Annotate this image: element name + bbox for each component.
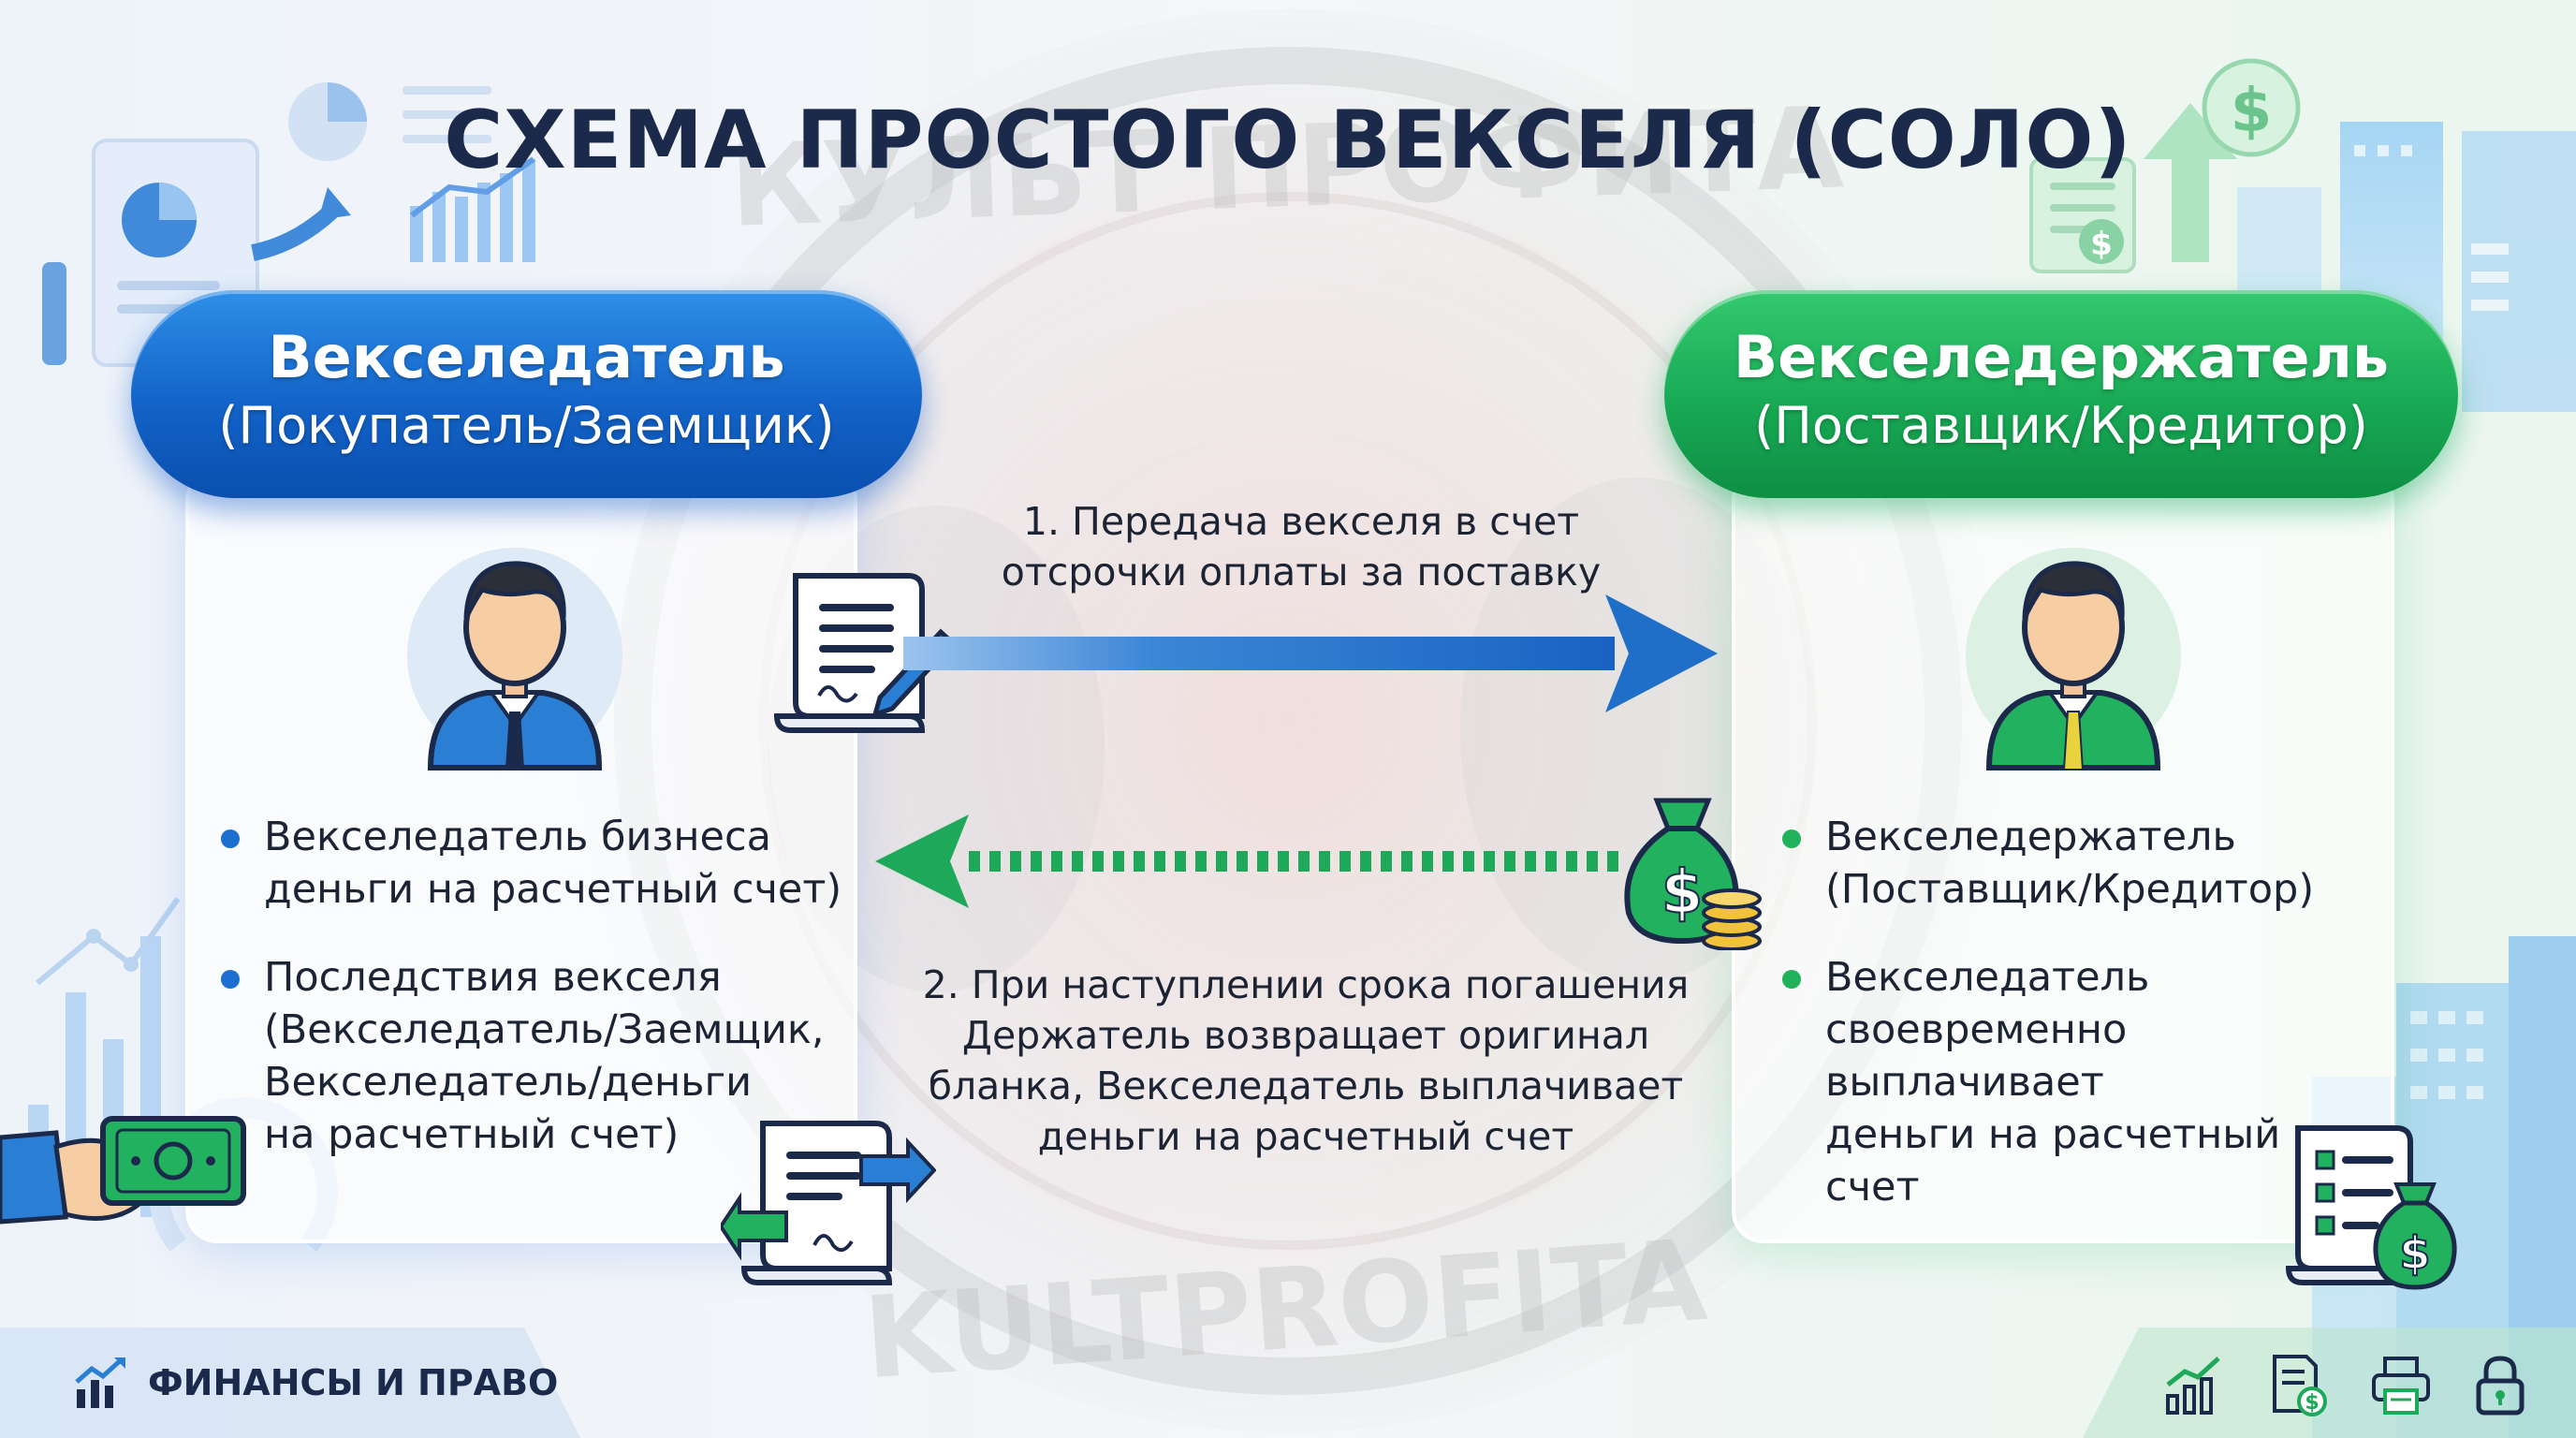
step2-label: 2. При наступлении срока погашения Держа… xyxy=(908,960,1704,1162)
footer-label: ФИНАНСЫ И ПРАВО xyxy=(148,1362,559,1403)
page-title: СХЕМА ПРОСТОГО ВЕКСЕЛЯ (СОЛО) xyxy=(444,94,2132,187)
bullet-line: Векселедатель/деньги xyxy=(264,1059,753,1106)
holder-bullets: Векселедержатель (Поставщик/Кредитор) Ве… xyxy=(1778,811,2387,1249)
hand-money-icon xyxy=(0,1116,246,1225)
svg-text:$: $ xyxy=(2305,1391,2319,1415)
step2-line: 2. При наступлении срока погашения xyxy=(922,962,1690,1007)
drawer-subtitle: (Покупатель/Заемщик) xyxy=(218,396,835,455)
holder-title: Векселедержатель xyxy=(1733,323,2390,391)
svg-text:$: $ xyxy=(2231,77,2273,146)
list-item: Векселедатель своевременно выплачивает д… xyxy=(1778,951,2387,1213)
drawer-title: Векселедатель xyxy=(268,323,785,391)
bullet-dot xyxy=(221,970,240,989)
dollar-sign: $ xyxy=(1661,858,1704,928)
step2-line: бланка, Векселедатель выплачивает xyxy=(928,1064,1684,1108)
holder-person-icon xyxy=(1966,548,2181,770)
bullet-line: Векселедатель бизнеса xyxy=(264,814,771,860)
bullet-line: Векселедатель xyxy=(1825,954,2150,1001)
payment-arrow xyxy=(875,814,1624,908)
exchange-document-icon xyxy=(721,1121,936,1285)
bar-chart-decor-icon xyxy=(410,156,535,262)
list-item: Векселедатель бизнеса деньги на расчетны… xyxy=(217,811,854,916)
lock-icon xyxy=(2476,1356,2525,1416)
bullet-dot xyxy=(1782,829,1801,848)
step1-label: 1. Передача векселя в счет отсрочки опла… xyxy=(973,496,1629,597)
drawer-person-icon xyxy=(407,548,622,770)
dollar-sign: $ xyxy=(2399,1227,2430,1280)
growth-chart-icon xyxy=(75,1357,125,1408)
growth-chart-icon xyxy=(2166,1357,2220,1415)
list-item: Векселедержатель (Поставщик/Кредитор) xyxy=(1778,811,2387,916)
list-item: Последствия векселя (Векселедатель/Заемщ… xyxy=(217,951,854,1161)
watermark-seal: КУЛЬТ ПРОФИТА KULTPROFITA xyxy=(577,9,1999,1432)
bullet-line: Векселедержатель xyxy=(1825,814,2236,860)
step2-line: Держатель возвращает оригинал xyxy=(961,1013,1650,1058)
step1-line: отсрочки оплаты за поставку xyxy=(1001,550,1602,594)
bullet-line: (Векселедатель/Заемщик, xyxy=(264,1006,825,1053)
promissory-note-icon xyxy=(773,573,955,733)
bullet-dot xyxy=(221,829,240,848)
document-dollar-icon: $ xyxy=(2273,1355,2327,1416)
bullet-line: деньги на расчетный счет) xyxy=(264,866,842,913)
money-bag-icon: $ xyxy=(1624,798,1762,950)
printer-icon xyxy=(2372,1357,2430,1415)
drawer-header: Векселедатель (Покупатель/Заемщик) xyxy=(131,290,922,498)
bullet-line: деньги на расчетный счет xyxy=(1825,1111,2281,1211)
bullet-line: Последствия векселя xyxy=(264,954,722,1001)
checklist-money-icon: $ xyxy=(2285,1125,2457,1290)
bullet-line: на расчетный счет) xyxy=(264,1111,680,1158)
drawer-bullets: Векселедатель бизнеса деньги на расчетны… xyxy=(217,811,854,1196)
pie-decor-icon xyxy=(288,82,491,161)
svg-text:$: $ xyxy=(2090,226,2113,263)
step1-line: 1. Передача векселя в счет xyxy=(1022,499,1580,544)
bullet-line: (Поставщик/Кредитор) xyxy=(1825,866,2315,913)
holder-subtitle: (Поставщик/Кредитор) xyxy=(1754,396,2368,455)
step2-line: деньги на расчетный счет xyxy=(1037,1114,1574,1159)
bullet-dot xyxy=(1782,970,1801,989)
holder-header: Векселедержатель (Поставщик/Кредитор) xyxy=(1664,290,2458,498)
transfer-arrow xyxy=(903,594,1718,712)
bullet-line: своевременно выплачивает xyxy=(1825,1006,2128,1106)
